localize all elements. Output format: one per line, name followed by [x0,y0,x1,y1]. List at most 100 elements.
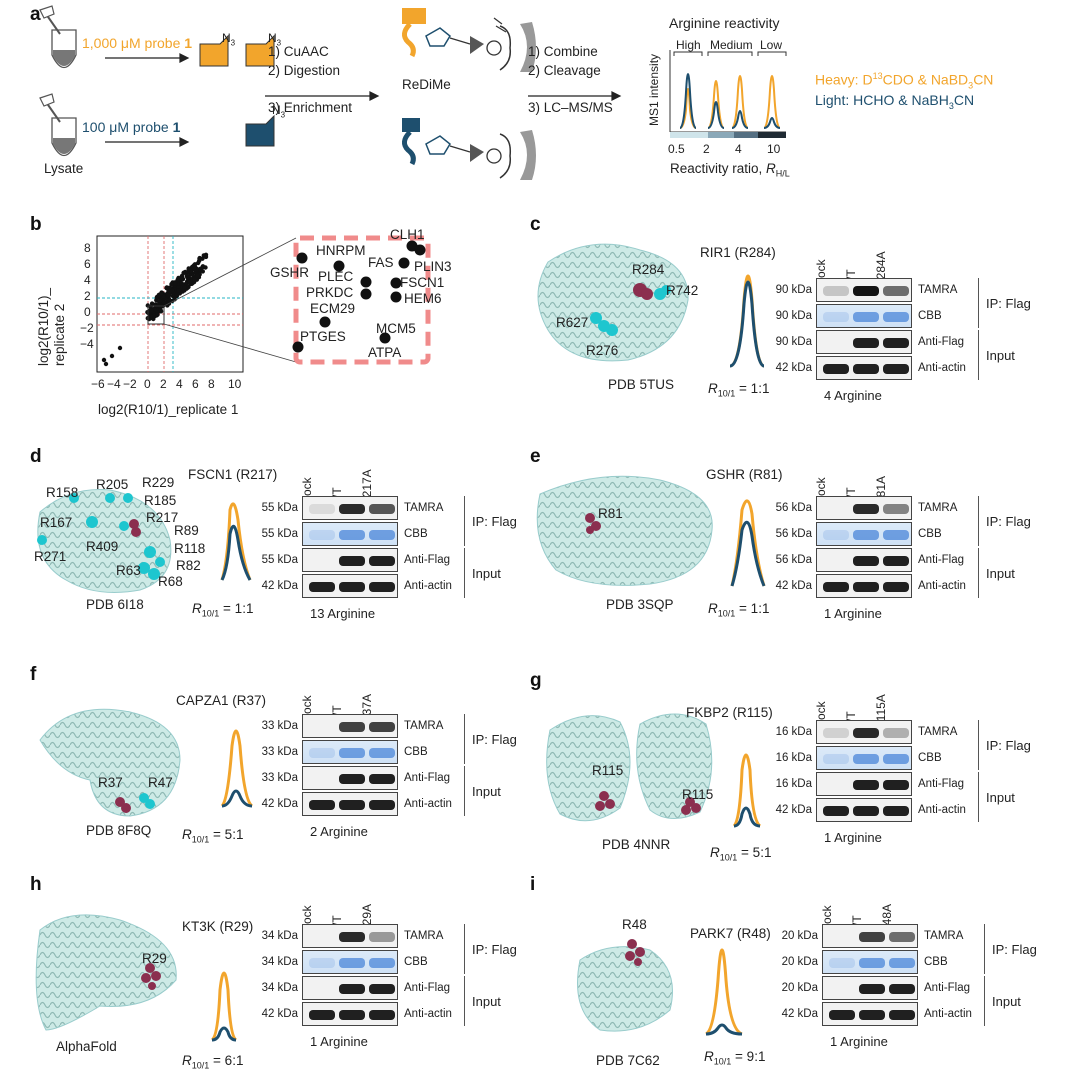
scatter-point [186,267,191,272]
row-label: CBB [924,956,948,968]
scatter-point [197,255,202,261]
tick-05: 0.5 [668,142,685,156]
scatter-point [179,276,185,281]
d-residue-r409: R409 [86,539,119,554]
b-xtick-6: 6 [192,377,199,391]
scatter-point [169,281,174,287]
d-residue-r63: R63 [116,563,141,578]
step-lcms: 3) LC–MS/MS [528,100,613,115]
b-ytick-m2: −2 [80,321,94,335]
scatter-point [109,353,115,359]
scatter-point [101,357,107,363]
kda-label: 33 kDa [261,720,298,732]
row-label: Anti-actin [918,804,966,816]
b-xtick-2: 2 [160,377,167,391]
row-label: TAMRA [924,930,964,942]
input-label: Input [992,994,1021,1009]
blot-row-cbb [302,522,398,546]
kda-label: 33 kDa [261,746,298,758]
e-pdb: PDB 3SQP [606,597,674,612]
step-cleavage: 2) Cleavage [528,63,601,78]
reactivity-ratio-axis-label: Reactivity ratio, RH/L [670,161,790,179]
d-residue-r229: R229 [142,475,175,490]
scatter-point [103,361,109,367]
arginine-count: 2 Arginine [310,824,368,839]
d-residue-r185: R185 [144,493,177,508]
b-ytick-0: 0 [84,305,91,319]
label-clh1: CLH1 [390,227,425,242]
ip-flag-label: IP: Flag [472,514,517,529]
blot-row-cbb [816,746,912,770]
panel-label-c: c [530,214,541,235]
row-label: CBB [404,746,428,758]
row-label: CBB [918,752,942,764]
low-probe-label: 100 μM probe 1 [82,119,181,135]
i-protein-name: PARK7 (R48) [690,926,771,941]
row-label: TAMRA [404,720,444,732]
kda-label: 55 kDa [261,554,298,566]
kda-label: 42 kDa [261,580,298,592]
scatter-point [192,277,197,282]
blot-row-anti-flag [816,772,912,796]
scatter-point [161,300,167,305]
c-protein-name: RIR1 (R284) [700,245,776,260]
kda-label: 42 kDa [261,1008,298,1020]
h-ratio: R10/1 = 6:1 [182,1053,244,1071]
b-xtick-m6: −6 [91,377,105,391]
label-ecm29: ECM29 [310,301,356,316]
g-residue-r115-b: R115 [682,787,714,802]
azide-label-1: N3 [222,31,236,48]
blot-row-cbb [302,950,398,974]
row-label: Anti-actin [924,1008,972,1020]
d-residue-r217: R217 [146,510,179,525]
azide-label-2: N3 [268,31,282,48]
kda-label: 90 kDa [775,336,812,348]
panel-label-b: b [30,214,42,235]
panel-label-e: e [530,446,541,467]
d-residue-r167: R167 [40,515,73,530]
heavy-legend: Heavy: D13CDO & NaBD3CN [815,71,994,91]
kda-label: 16 kDa [775,726,812,738]
c-residue-r276: R276 [586,343,619,358]
row-label: Anti-actin [918,580,966,592]
redime-label: ReDiMe [402,77,451,92]
ip-flag-label: IP: Flag [986,514,1031,529]
b-xtick-10: 10 [228,377,242,391]
label-ptges: PTGES [300,329,346,344]
scatter-point [148,308,154,313]
panel-label-h: h [30,874,42,895]
b-ytick-4: 4 [84,273,91,287]
kda-label: 90 kDa [775,310,812,322]
d-residue-r82: R82 [176,558,201,573]
scatter-point [155,312,160,317]
kda-label: 16 kDa [775,752,812,764]
row-label: Anti-actin [404,1008,452,1020]
scatter-point [201,253,206,258]
arginine-reactivity-title: Arginine reactivity [669,15,780,31]
kda-label: 55 kDa [261,502,298,514]
d-residue-r205: R205 [96,477,129,492]
label-fas: FAS [368,255,394,270]
ip-flag-label: IP: Flag [992,942,1037,957]
label-gshr: GSHR [270,265,310,280]
blot-row-cbb [816,522,912,546]
i-pdb: PDB 7C62 [596,1053,660,1068]
kda-label: 33 kDa [261,772,298,784]
row-label: Anti-Flag [918,554,965,566]
scatter-point [195,273,200,278]
b-xlabel: log2(R10/1)_replicate 1 [98,402,239,417]
scatter-point [184,273,189,279]
blot-row-anti-actin [302,574,398,598]
d-protein-name: FSCN1 (R217) [188,467,278,482]
arginine-count: 1 Arginine [824,606,882,621]
e-residue-r81: R81 [598,506,623,521]
blot-row-anti-flag [302,548,398,572]
arginine-count: 13 Arginine [310,606,376,621]
label-hem6: HEM6 [404,291,442,306]
tick-10: 10 [767,142,781,156]
g-residue-r115-a: R115 [592,763,624,778]
step-cuaac: 1) CuAAC [268,44,329,59]
scatter-point [152,307,157,312]
scatter-point [203,265,208,270]
kda-label: 34 kDa [261,930,298,942]
